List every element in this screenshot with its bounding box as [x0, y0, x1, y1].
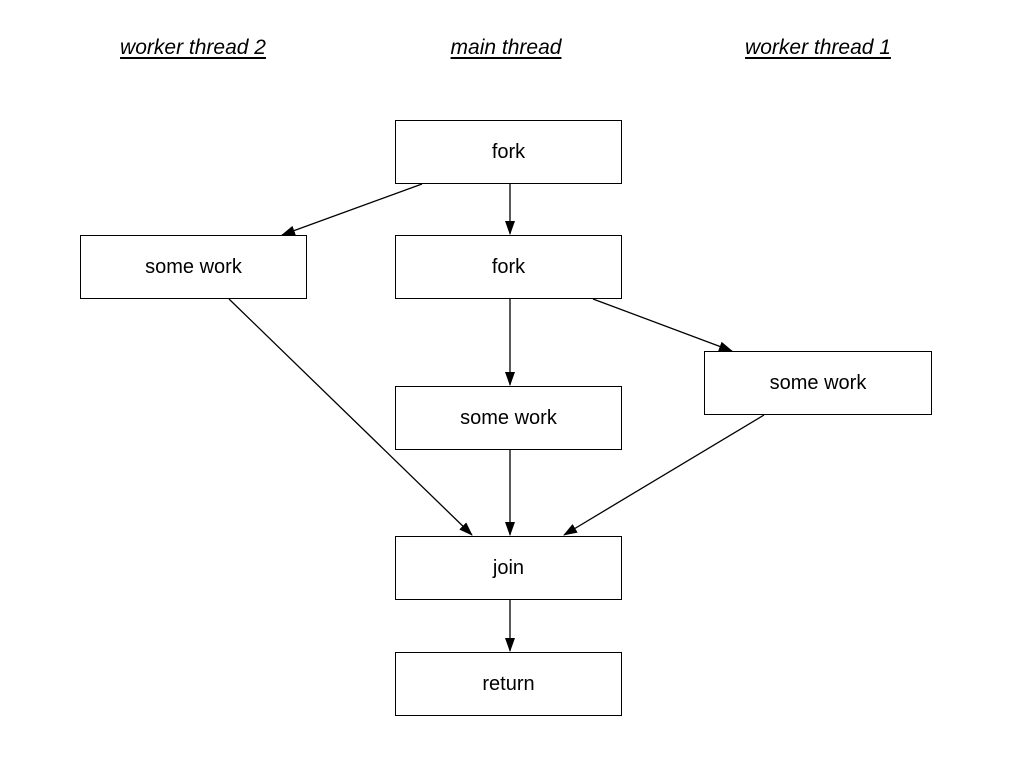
lane-title-worker-thread-2: worker thread 2: [120, 36, 266, 59]
node-return: return: [395, 652, 622, 716]
edge-worker2-work-to-join: [228, 298, 473, 536]
edge-worker1-work-to-join: [563, 414, 765, 536]
edge-fork2-to-worker1-work: [592, 298, 733, 352]
node-some-work-worker-1: some work: [704, 351, 932, 415]
edge-fork1-to-worker2-work: [281, 183, 423, 236]
node-some-work-worker-2: some work: [80, 235, 307, 299]
lane-title-worker-thread-1: worker thread 1: [745, 36, 891, 59]
node-some-work-main: some work: [395, 386, 622, 450]
node-join: join: [395, 536, 622, 600]
node-fork-1: fork: [395, 120, 622, 184]
node-fork-2: fork: [395, 235, 622, 299]
lane-title-main-thread: main thread: [450, 36, 562, 59]
